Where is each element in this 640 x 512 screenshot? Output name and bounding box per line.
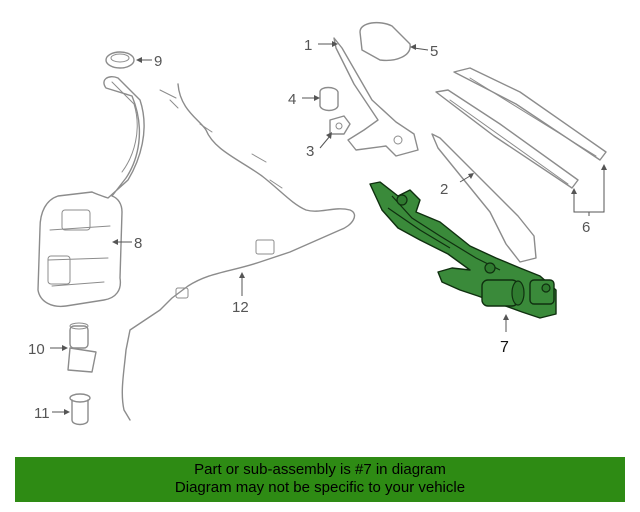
callout-5: 5 <box>430 43 438 60</box>
wiper-arm-upper <box>333 37 419 157</box>
wiper-arm-lower <box>431 133 537 263</box>
washer-pump <box>67 322 97 373</box>
callout-10: 10 <box>28 341 45 358</box>
wiper-linkage-motor-assembly <box>369 181 557 319</box>
arm-nut-cap <box>319 86 339 112</box>
wiper-blade-upper <box>453 67 607 161</box>
callout-2: 2 <box>440 181 448 198</box>
callout-12: 12 <box>232 299 249 316</box>
wiper-blade-lower <box>435 89 579 189</box>
callout-9: 9 <box>154 53 162 70</box>
leader-lines <box>50 41 607 415</box>
washer-hose <box>121 83 356 421</box>
info-banner: Part or sub-assembly is #7 in diagram Di… <box>15 457 625 502</box>
callout-6: 6 <box>582 219 590 236</box>
callout-7: 7 <box>500 339 509 356</box>
washer-filler-cap <box>105 51 135 69</box>
callout-4: 4 <box>288 91 296 108</box>
banner-part-note: Part or sub-assembly is #7 in diagram <box>194 461 446 478</box>
callout-11: 11 <box>34 405 50 422</box>
washer-reservoir <box>37 76 145 308</box>
arm-nut <box>329 115 351 135</box>
callout-3: 3 <box>306 143 314 160</box>
pivot-cover <box>359 21 411 62</box>
callout-1: 1 <box>304 37 312 54</box>
pump-grommet <box>69 393 91 426</box>
wiper-system-diagram: 1 2 3 4 5 6 7 8 9 10 11 12 <box>28 21 607 426</box>
banner-disclaimer: Diagram may not be specific to your vehi… <box>174 479 466 496</box>
callout-8: 8 <box>134 235 142 252</box>
